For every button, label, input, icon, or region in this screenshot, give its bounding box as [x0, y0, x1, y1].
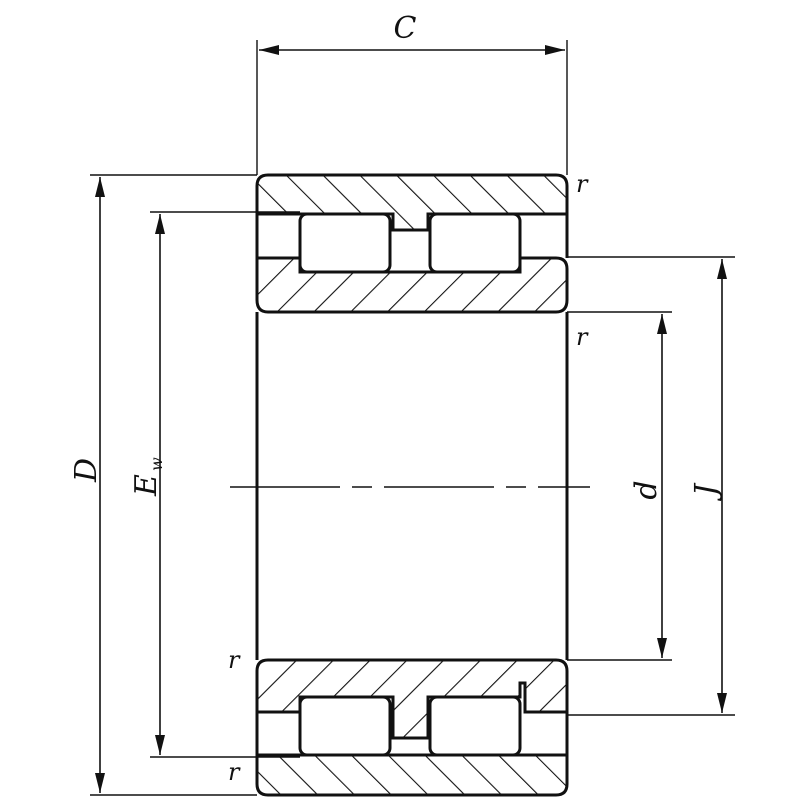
label-r-bottom-left: r [228, 758, 241, 786]
label-r-bore-left: r [228, 646, 241, 674]
inner-ring-top [255, 256, 569, 314]
top-section [255, 173, 569, 314]
extension-lines [90, 40, 735, 796]
label-D: D [69, 458, 104, 483]
label-r-top-right: r [576, 170, 589, 198]
roller-bottom-left [298, 695, 392, 757]
label-Ew-sub: w [147, 457, 166, 471]
outer-ring-top [255, 173, 569, 232]
roller-top-right [428, 212, 522, 274]
roller-top-left [298, 212, 392, 274]
inner-ring-bottom [255, 658, 569, 740]
label-C: C [394, 11, 417, 46]
label-J: J [689, 482, 724, 502]
label-Ew-main: E [129, 474, 164, 497]
outer-ring-bottom [255, 753, 569, 797]
roller-bottom-right [428, 695, 522, 757]
label-d: d [629, 480, 664, 499]
label-Ew: E w [129, 457, 166, 497]
bottom-section [255, 658, 569, 797]
bore-edges [255, 312, 569, 660]
dimension-lines [95, 45, 727, 793]
label-r-bore-right: r [576, 323, 589, 351]
